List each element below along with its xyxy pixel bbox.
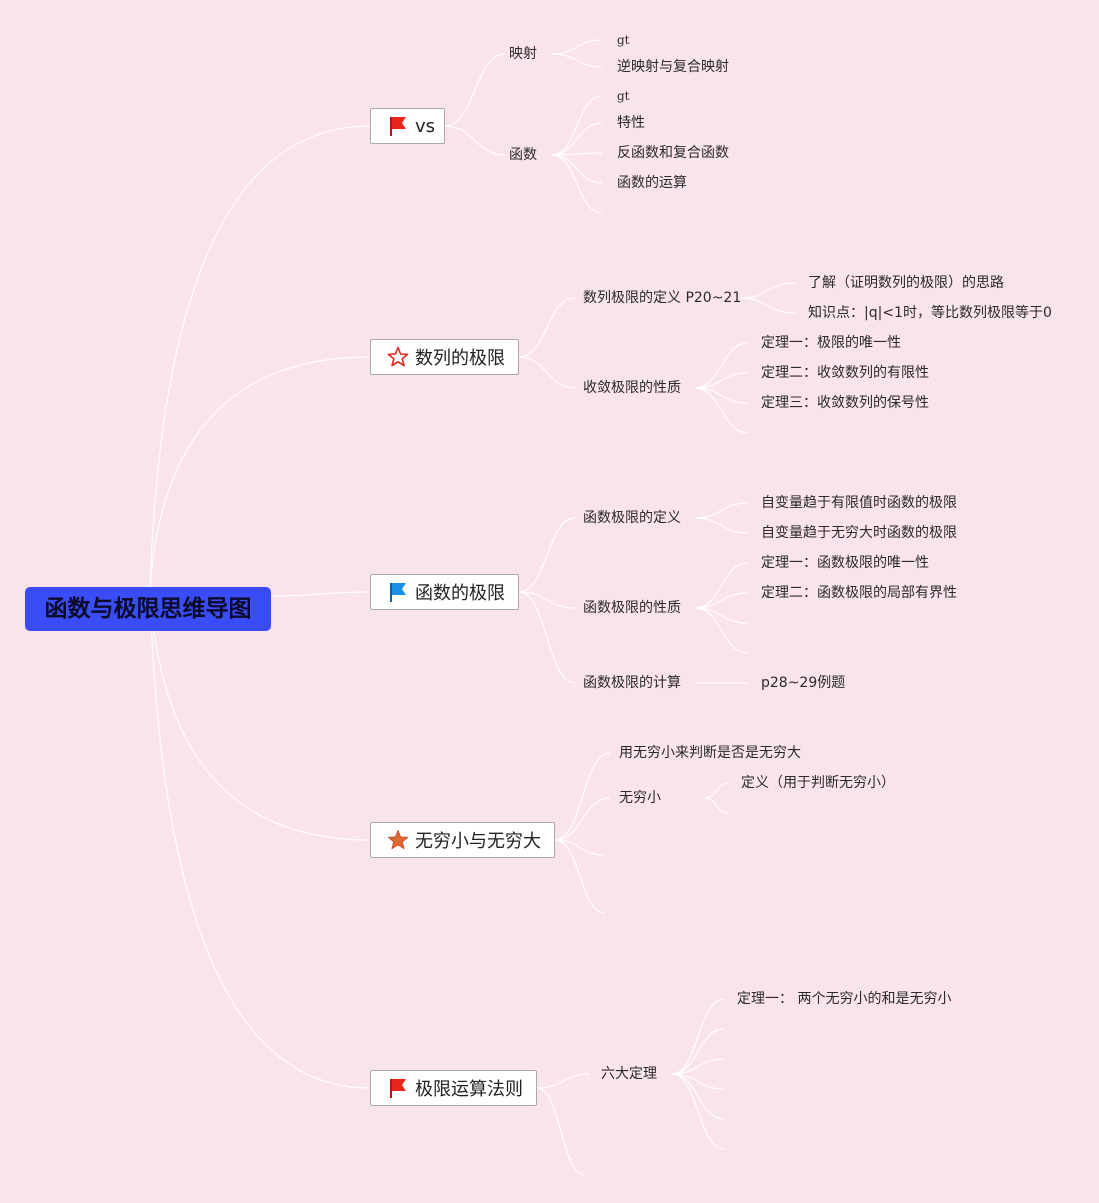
star-outline-icon	[387, 346, 409, 368]
connector-line	[694, 372, 749, 389]
topic-inverse-composite-mapping[interactable]: 逆映射与复合映射	[617, 59, 729, 75]
topic-limit-infinity[interactable]: 自变量趋于无穷大时函数的极限	[761, 525, 957, 541]
topic-function[interactable]: 函数	[509, 147, 537, 163]
branch-label: 函数的极限	[415, 583, 505, 604]
connector-line	[551, 53, 603, 68]
connector-line	[671, 1073, 725, 1120]
connector-line	[694, 607, 749, 624]
topic-examples-p28-29[interactable]: p28~29例题	[761, 675, 846, 691]
branch-label: 数列的极限	[415, 348, 505, 369]
connector-root-sequence	[149, 356, 371, 591]
connector-line	[444, 53, 506, 127]
connector-line	[694, 387, 749, 434]
star-filled-icon	[387, 829, 409, 851]
connector-line	[551, 154, 603, 214]
connector-line	[694, 387, 749, 404]
connector-line	[518, 356, 576, 389]
red-flag-icon	[387, 115, 409, 137]
connector-line	[554, 839, 606, 914]
connector-line	[694, 592, 749, 609]
branch-limit-operation-rules[interactable]: 极限运算法则	[370, 1070, 537, 1106]
connector-line	[551, 154, 603, 184]
root-topic[interactable]: 函数与极限思维导图	[25, 587, 271, 631]
topic-six-theorems[interactable]: 六大定理	[601, 1066, 657, 1082]
topic-function-operations[interactable]: 函数的运算	[617, 175, 687, 191]
branch-label: 极限运算法则	[415, 1079, 523, 1100]
topic-gt[interactable]: gt	[617, 33, 630, 47]
topic-properties[interactable]: 特性	[617, 115, 645, 131]
topic-convergent-limit-properties[interactable]: 收敛极限的性质	[583, 380, 681, 396]
topic-function-limit-uniqueness[interactable]: 定理一：函数极限的唯一性	[761, 555, 929, 571]
connector-line	[694, 342, 749, 389]
topic-judge-infinity[interactable]: 用无穷小来判断是否是无穷大	[619, 745, 801, 761]
topic-limit-finite-value[interactable]: 自变量趋于有限值时函数的极限	[761, 495, 957, 511]
branch-label: vs	[415, 115, 436, 137]
connector-line	[704, 797, 729, 814]
connector-line	[536, 1073, 591, 1089]
blue-flag-icon	[387, 581, 409, 603]
connector-line	[518, 591, 576, 609]
connector-line	[739, 282, 796, 299]
connector-root-function-limit	[270, 591, 371, 597]
topic-sequence-limit-definition[interactable]: 数列极限的定义 P20~21	[583, 290, 742, 306]
branch-sequence-limit[interactable]: 数列的极限	[370, 339, 519, 375]
connector-line	[518, 517, 576, 593]
connector-line	[551, 95, 603, 156]
branch-vs[interactable]: vs	[370, 108, 445, 144]
connector-line	[694, 517, 749, 534]
connector-root-operation-rules	[149, 589, 371, 1089]
connector-line	[444, 125, 506, 156]
topic-theorem-boundedness[interactable]: 定理二：收敛数列的有限性	[761, 365, 929, 381]
topic-inverse-composite-function[interactable]: 反函数和复合函数	[617, 145, 729, 161]
connector-line	[551, 152, 603, 156]
red-flag-icon	[387, 1077, 409, 1099]
topic-proof-approach[interactable]: 了解（证明数列的极限）的思路	[808, 275, 1004, 291]
topic-infinitesimal[interactable]: 无穷小	[619, 790, 661, 806]
topic-infinitesimal-definition[interactable]: 定义（用于判断无穷小）	[741, 775, 895, 791]
topic-geometric-sequence-note[interactable]: 知识点：|q|<1时，等比数列极限等于0	[808, 305, 1052, 321]
connector-line	[694, 607, 749, 654]
topic-function-limit-calculation[interactable]: 函数极限的计算	[583, 675, 681, 691]
branch-infinitesimal-infinity[interactable]: 无穷小与无穷大	[370, 822, 555, 858]
connector-line	[671, 1058, 725, 1075]
connector-line	[739, 297, 796, 314]
topic-gt[interactable]: gt	[617, 89, 630, 103]
connector-line	[554, 839, 606, 856]
connector-line	[518, 297, 576, 358]
branch-label: 无穷小与无穷大	[415, 831, 541, 852]
branch-function-limit[interactable]: 函数的极限	[370, 574, 519, 610]
connector-line	[694, 502, 749, 519]
topic-mapping[interactable]: 映射	[509, 46, 537, 62]
connector-line	[671, 1073, 725, 1150]
connector-line	[536, 1087, 586, 1176]
connector-line	[671, 1073, 725, 1090]
topic-theorem-sign-preservation[interactable]: 定理三：收敛数列的保号性	[761, 395, 929, 411]
connector-line	[551, 39, 603, 55]
connector-line	[554, 797, 611, 841]
topic-local-boundedness[interactable]: 定理二：函数极限的局部有界性	[761, 585, 957, 601]
topic-theorem-uniqueness[interactable]: 定理一：极限的唯一性	[761, 335, 901, 351]
connector-root-vs	[149, 125, 371, 591]
connector-line	[694, 562, 749, 609]
topic-function-limit-definition[interactable]: 函数极限的定义	[583, 510, 681, 526]
connector-line	[554, 752, 611, 841]
connector-line	[518, 591, 576, 684]
connector-line	[704, 782, 729, 799]
connector-line	[671, 1028, 725, 1075]
connector-line	[671, 998, 725, 1075]
topic-theorem-sum-infinitesimals[interactable]: 定理一： 两个无穷小的和是无穷小	[737, 991, 952, 1007]
connector-line	[551, 122, 603, 156]
topic-function-limit-properties[interactable]: 函数极限的性质	[583, 600, 681, 616]
